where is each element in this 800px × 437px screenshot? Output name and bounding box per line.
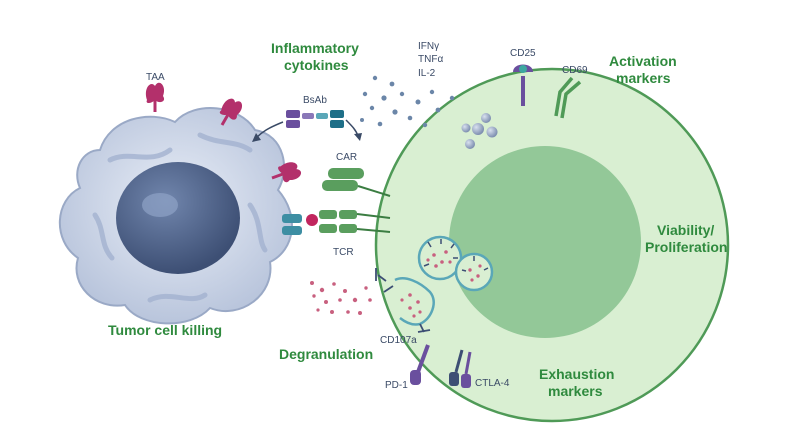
cytokine-vesicles <box>461 113 498 149</box>
cd107a-label: CD107a <box>380 335 417 346</box>
car-label: CAR <box>336 152 357 163</box>
tumor-cell-ruffle <box>92 132 268 303</box>
activation-markers-title-line2: markers <box>616 70 671 86</box>
t-cell <box>374 67 730 423</box>
tumor-cell-killing-title: Tumor cell killing <box>108 322 222 338</box>
arrowhead-icon <box>354 133 362 141</box>
tumor-cell <box>58 107 293 325</box>
cd69-receptor <box>554 76 582 119</box>
cd69-label: CD69 <box>562 65 588 76</box>
degranulation-title: Degranulation <box>279 346 373 362</box>
tumor-cell-nucleus <box>116 162 240 274</box>
fusing-vesicle-granules <box>400 293 422 318</box>
tumor-nucleolus <box>142 193 178 217</box>
peptide-antigen <box>306 214 318 226</box>
cd25-receptor <box>513 64 533 106</box>
viability-title-line1: Viability/ <box>657 222 714 238</box>
taa-label: TAA <box>146 72 165 83</box>
t-cell-nucleus <box>449 146 641 338</box>
exhaustion-markers-title-line2: markers <box>548 383 603 399</box>
ctla4-label: CTLA-4 <box>475 378 510 389</box>
activation-markers-title-line1: Activation <box>609 53 677 69</box>
pd1-receptor <box>410 344 430 385</box>
taa-antigen <box>271 162 302 183</box>
granule-vesicle <box>454 252 494 292</box>
released-granules <box>310 281 372 315</box>
ifng-label: IFNγ <box>418 41 439 52</box>
taa-antigen <box>219 98 243 126</box>
inflammatory-cytokines-title-line1: Inflammatory <box>271 40 359 56</box>
exhaustion-markers-title-line1: Exhaustion <box>539 366 614 382</box>
viability-title-line2: Proliferation <box>645 239 727 255</box>
granule-vesicles <box>417 235 494 292</box>
pd1-label: PD-1 <box>385 380 408 391</box>
arrowhead-icon <box>252 133 261 142</box>
taa-antigens <box>145 82 302 183</box>
bsab-molecule <box>286 110 344 128</box>
tnfa-label: TNFα <box>418 54 443 65</box>
cd107a-markers <box>375 268 431 333</box>
cd25-label: CD25 <box>510 48 536 59</box>
car-receptor <box>322 168 391 197</box>
tcr-receptor <box>319 210 391 233</box>
mhc-complex <box>282 214 318 235</box>
cytokine-dots <box>360 75 455 128</box>
taa-antigen <box>145 82 165 112</box>
fusing-vesicle <box>394 277 435 326</box>
inflammatory-cytokines-title-line2: cytokines <box>284 57 349 73</box>
bsab-label: BsAb <box>303 95 327 106</box>
il2-label: IL-2 <box>418 68 436 79</box>
bsab-arrow-right <box>345 119 359 137</box>
ctla4-receptor <box>449 349 472 388</box>
tcr-label: TCR <box>333 247 354 258</box>
